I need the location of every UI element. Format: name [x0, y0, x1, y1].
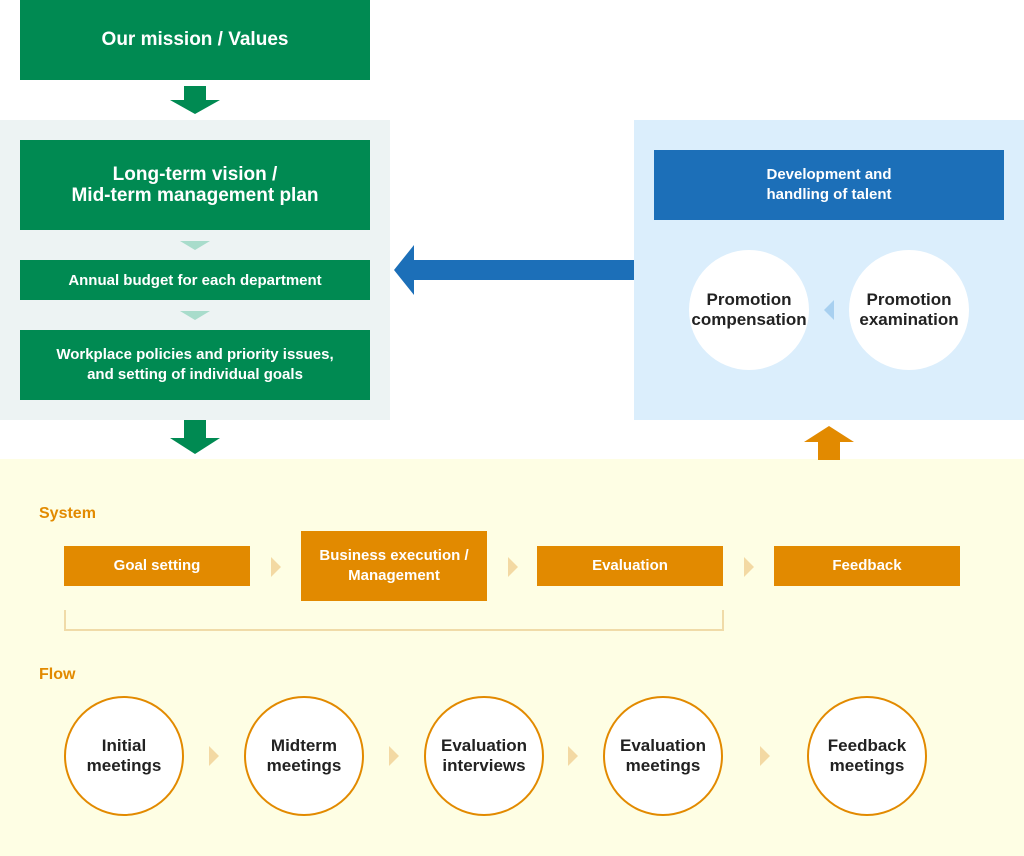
vision-box: Long-term vision / Mid-term management p… — [20, 140, 370, 230]
system-step-feedback: Feedback — [774, 546, 960, 586]
chevron-right-icon — [568, 746, 578, 766]
system-step-label: Business execution / Management — [319, 547, 469, 584]
system-bracket — [64, 610, 724, 631]
system-step-label: Feedback — [832, 557, 902, 574]
individual-goals-box: Workplace policies and priority issues, … — [20, 330, 370, 400]
arrow-down-icon — [170, 420, 220, 454]
individual-goals-label: Workplace policies and priority issues, … — [56, 346, 334, 383]
system-step-goal-setting: Goal setting — [64, 546, 250, 586]
flow-step-label: Midterm meetings — [266, 736, 342, 775]
flow-step-evaluation-interviews: Evaluation interviews — [424, 696, 544, 816]
chevron-right-icon — [508, 557, 518, 577]
flow-step-feedback-meetings: Feedback meetings — [807, 696, 927, 816]
budget-label: Annual budget for each department — [68, 271, 322, 289]
arrow-left-icon — [824, 300, 834, 320]
flow-step-midterm-meetings: Midterm meetings — [244, 696, 364, 816]
chevron-right-icon — [744, 557, 754, 577]
chevron-right-icon — [271, 557, 281, 577]
arrow-down-icon — [180, 241, 210, 250]
promotion-examination-label: Promotion examination — [859, 290, 959, 329]
budget-box: Annual budget for each department — [20, 260, 370, 300]
system-step-label: Evaluation — [592, 557, 668, 574]
arrow-left-icon — [394, 245, 634, 295]
promotion-compensation-circle: Promotion compensation — [689, 250, 809, 370]
mission-label: Our mission / Values — [101, 29, 289, 50]
promotion-examination-circle: Promotion examination — [849, 250, 969, 370]
arrow-down-icon — [170, 86, 220, 114]
promotion-compensation-label: Promotion compensation — [691, 290, 807, 329]
system-step-label: Goal setting — [113, 557, 201, 574]
vision-label: Long-term vision / Mid-term management p… — [71, 164, 319, 206]
system-label: System — [39, 505, 96, 522]
chevron-right-icon — [209, 746, 219, 766]
system-step-evaluation: Evaluation — [537, 546, 723, 586]
flow-step-label: Feedback meetings — [827, 736, 907, 775]
flow-step-label: Evaluation meetings — [620, 736, 706, 775]
flow-step-label: Initial meetings — [86, 736, 162, 775]
flow-label: Flow — [39, 666, 76, 683]
flow-step-label: Evaluation interviews — [441, 736, 527, 775]
mission-box: Our mission / Values — [20, 0, 370, 80]
arrow-down-icon — [180, 311, 210, 320]
talent-title: Development and handling of talent — [766, 166, 892, 203]
chevron-right-icon — [760, 746, 770, 766]
talent-title-box: Development and handling of talent — [654, 150, 1004, 220]
flow-step-initial-meetings: Initial meetings — [64, 696, 184, 816]
system-step-business-execution: Business execution / Management — [301, 531, 487, 601]
arrow-up-icon — [804, 426, 854, 460]
flow-step-evaluation-meetings: Evaluation meetings — [603, 696, 723, 816]
chevron-right-icon — [389, 746, 399, 766]
